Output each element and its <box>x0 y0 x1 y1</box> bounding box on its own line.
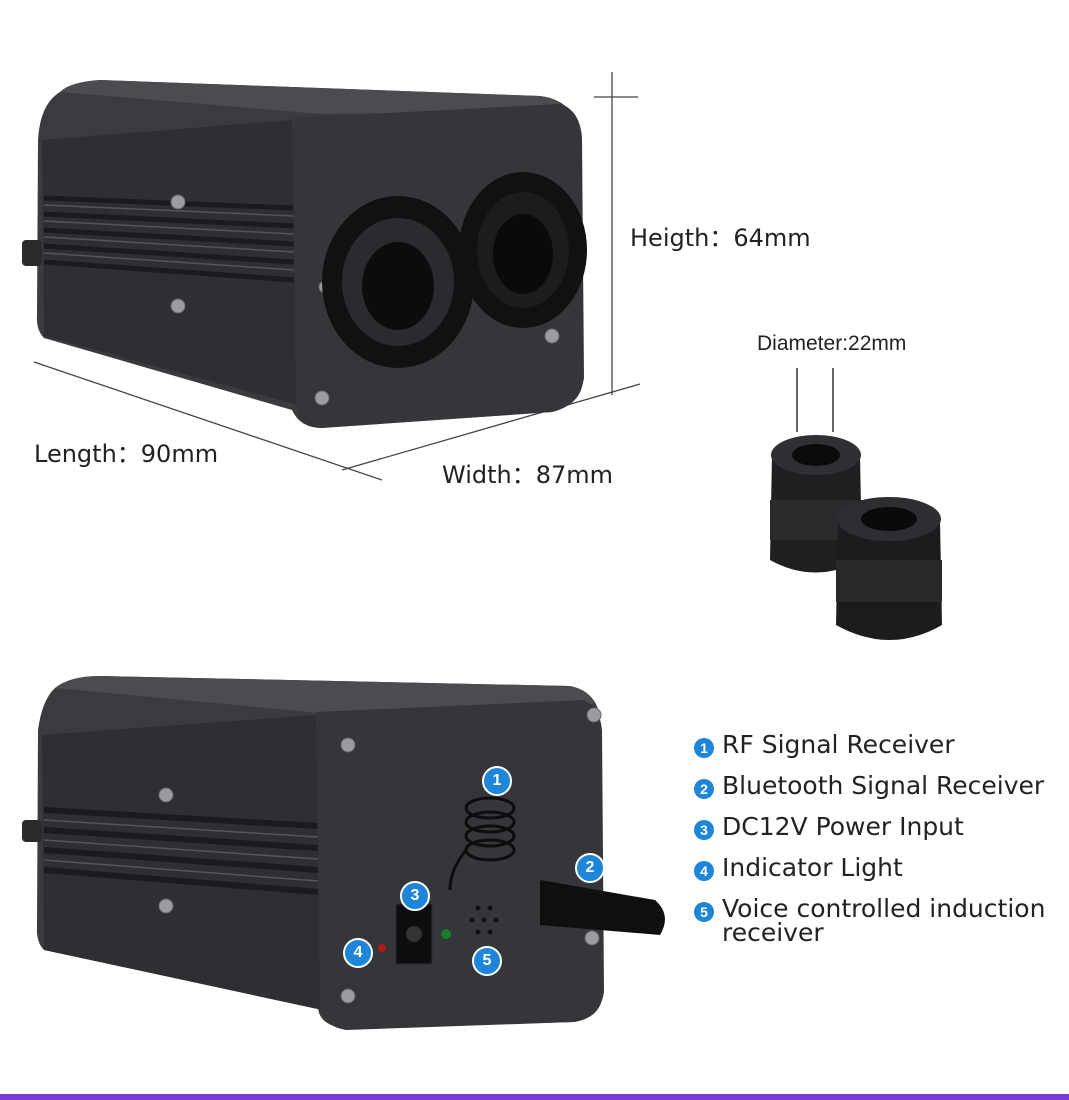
width-label: Width：87mm <box>442 461 614 489</box>
callout-badge-2: 2 <box>575 853 605 883</box>
diameter-label: Diameter:22mm <box>757 332 907 355</box>
feature-legend: 1 RF Signal Receiver 2 Bluetooth Signal … <box>694 730 1064 961</box>
legend-number-badge: 2 <box>694 779 714 799</box>
cable-glands-image <box>770 368 942 640</box>
legend-item: 2 Bluetooth Signal Receiver <box>694 771 1064 800</box>
legend-label: Voice controlled induction receiver <box>722 894 1046 947</box>
callout-badge-3: 3 <box>400 881 430 911</box>
callout-badge-4: 4 <box>343 938 373 968</box>
legend-label: Indicator Light <box>722 853 903 882</box>
legend-label: Bluetooth Signal Receiver <box>722 771 1045 800</box>
legend-label: RF Signal Receiver <box>722 730 955 759</box>
callout-badge-1: 1 <box>482 766 512 796</box>
height-label: Heigth：64mm <box>630 224 811 252</box>
device-rear-image <box>22 676 665 1030</box>
legend-number-badge: 5 <box>694 902 714 922</box>
legend-number-badge: 1 <box>694 738 714 758</box>
legend-item: 1 RF Signal Receiver <box>694 730 1064 759</box>
legend-label: DC12V Power Input <box>722 812 964 841</box>
device-front-body <box>22 80 587 428</box>
dimension-lines <box>33 72 641 481</box>
legend-number-badge: 3 <box>694 820 714 840</box>
legend-item: 4 Indicator Light <box>694 853 1064 882</box>
legend-item: 3 DC12V Power Input <box>694 812 1064 841</box>
footer-accent-bar <box>0 1094 1069 1100</box>
legend-number-badge: 4 <box>694 861 714 881</box>
callout-badge-5: 5 <box>472 946 502 976</box>
legend-item: 5 Voice controlled induction receiver <box>694 894 1064 947</box>
length-label: Length：90mm <box>34 440 219 468</box>
